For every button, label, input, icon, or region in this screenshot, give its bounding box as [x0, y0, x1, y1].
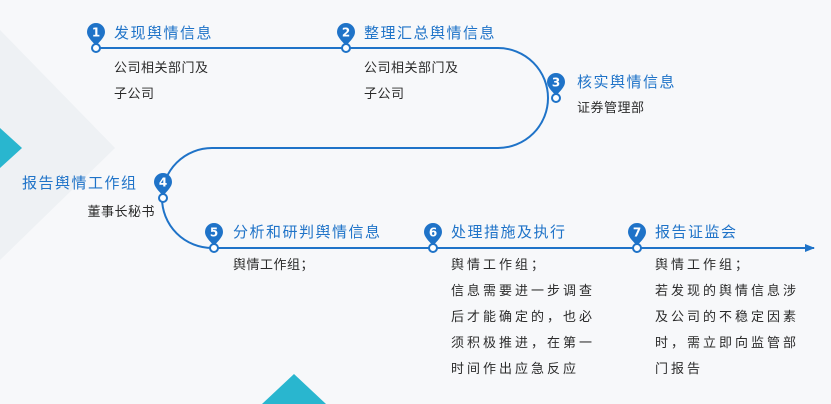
map-pin-icon — [547, 73, 565, 96]
step-node-dot — [91, 43, 101, 53]
step-number: 5 — [210, 226, 218, 240]
step-5-desc-line: 舆情工作组； — [233, 258, 315, 273]
step-2-marker: 2 — [337, 23, 355, 53]
step-4-desc-line: 董事长秘书 — [87, 205, 155, 220]
step-number: 4 — [159, 176, 167, 190]
step-6-desc: 舆情工作组； 信息需要进一步调查 后才能确定的，也必 须积极推进，在第一 时间作… — [451, 253, 595, 383]
step-node-dot — [341, 43, 351, 53]
step-3-marker: 3 — [547, 73, 565, 103]
step-node-dot — [551, 93, 561, 103]
step-6-marker: 6 — [424, 223, 442, 253]
step-3-title: 核实舆情信息 — [577, 73, 677, 91]
step-4-title: 报告舆情工作组 — [22, 174, 138, 192]
step-number: 2 — [342, 26, 350, 40]
step-number: 1 — [92, 26, 100, 40]
step-2-desc: 公司相关部门及 子公司 — [364, 56, 459, 108]
step-6-desc-line: 时间作出应急反应 — [451, 362, 580, 377]
step-number: 7 — [633, 226, 641, 240]
bottom-teal-triangle — [262, 374, 326, 404]
step-7-desc-line: 舆情工作组； — [655, 258, 752, 273]
step-6-desc-line: 信息需要进一步调查 — [451, 284, 596, 299]
step-7-desc-line: 若发现的舆情信息涉 — [655, 284, 800, 299]
step-node-dot — [158, 193, 168, 203]
step-6-desc-line: 后才能确定的，也必 — [451, 310, 596, 325]
step-node-dot — [209, 243, 219, 253]
step-6-desc-line: 须积极推进，在第一 — [451, 336, 596, 351]
step-3-desc-line: 证券管理部 — [577, 101, 645, 116]
map-pin-icon — [154, 173, 172, 196]
step-node-dot — [632, 243, 642, 253]
step-1-desc-line: 子公司 — [114, 87, 155, 102]
step-7-desc-line: 门报告 — [655, 362, 704, 377]
map-pin-icon — [628, 223, 646, 246]
map-pin-icon — [205, 223, 223, 246]
step-7-desc-line: 时，需立即向监管部 — [655, 336, 800, 351]
step-7-title: 报告证监会 — [655, 223, 738, 241]
step-6-desc-line: 舆情工作组； — [451, 258, 548, 273]
step-4-marker: 4 — [154, 173, 172, 203]
step-7-desc: 舆情工作组； 若发现的舆情信息涉 及公司的不稳定因素 时，需立即向监管部 门报告 — [655, 253, 799, 383]
step-2-desc-line: 公司相关部门及 — [364, 61, 459, 76]
step-2-desc-line: 子公司 — [364, 87, 405, 102]
step-3-desc: 证券管理部 — [577, 96, 645, 122]
left-teal-triangle — [0, 128, 22, 168]
step-4-desc: 董事长秘书 — [40, 200, 155, 226]
step-5-title: 分析和研判舆情信息 — [233, 223, 382, 241]
left-light-triangle — [0, 30, 115, 260]
map-pin-icon — [87, 23, 105, 46]
step-1-desc-line: 公司相关部门及 — [114, 61, 209, 76]
step-5-desc: 舆情工作组； — [233, 253, 314, 279]
map-pin-icon — [337, 23, 355, 46]
step-node-dot — [428, 243, 438, 253]
step-1-title: 发现舆情信息 — [114, 24, 214, 42]
step-5-marker: 5 — [205, 223, 223, 253]
map-pin-icon — [424, 223, 442, 246]
flow-line — [96, 47, 815, 252]
step-1-desc: 公司相关部门及 子公司 — [114, 56, 209, 108]
step-1-marker: 1 — [87, 23, 105, 53]
step-number: 6 — [429, 226, 437, 240]
step-7-marker: 7 — [628, 223, 646, 253]
step-number: 3 — [552, 76, 560, 90]
step-2-title: 整理汇总舆情信息 — [364, 24, 497, 42]
step-7-desc-line: 及公司的不稳定因素 — [655, 310, 800, 325]
step-6-title: 处理措施及执行 — [451, 223, 567, 241]
